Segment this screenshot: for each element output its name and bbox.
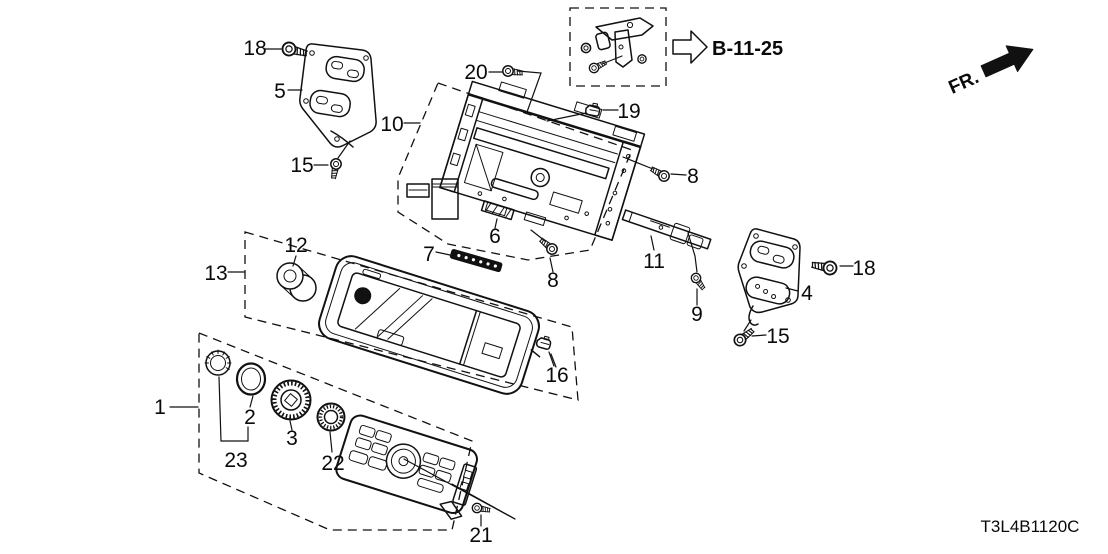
part-22-knob <box>316 402 346 432</box>
front-direction-arrow-icon <box>980 45 1034 78</box>
reference-box <box>569 7 667 87</box>
callout-leader-lines <box>169 48 854 453</box>
front-direction-label: FR. <box>946 67 983 99</box>
screw-18-left-icon <box>280 40 310 61</box>
callout-8-upper: 8 <box>687 165 699 188</box>
part-11-rail <box>621 209 712 273</box>
clip-19-icon <box>584 101 602 118</box>
callout-15-left: 15 <box>290 154 313 177</box>
callout-13: 13 <box>204 262 227 285</box>
screw-15-right-icon <box>731 324 758 349</box>
callout-2: 2 <box>244 406 256 429</box>
part-23-dial-disc <box>204 349 232 376</box>
clip-16-icon <box>535 333 553 351</box>
control-panel <box>335 414 478 520</box>
screw-15-left-icon <box>327 157 343 181</box>
callout-8-lower: 8 <box>547 269 559 292</box>
group-boundary-assy-1 <box>198 332 473 531</box>
callout-16: 16 <box>545 364 568 387</box>
callout-22: 22 <box>321 452 344 475</box>
callout-18-left: 18 <box>243 37 266 60</box>
part-7-connector-strip <box>449 249 503 273</box>
callout-6: 6 <box>489 225 501 248</box>
part-6-strip <box>480 200 515 221</box>
unit-label-cards <box>406 178 459 220</box>
part-12-knob <box>276 262 317 302</box>
group-boundary-panel-13 <box>244 231 579 401</box>
screw-8-lower-icon <box>536 234 561 258</box>
callout-21: 21 <box>469 524 492 547</box>
part-2-ring <box>235 362 267 396</box>
part-4-bracket <box>737 228 801 332</box>
part-13-faceplate <box>318 255 541 395</box>
reference-label: B-11-25 <box>712 38 783 60</box>
callout-20: 20 <box>464 61 487 84</box>
callout-12: 12 <box>284 234 307 257</box>
group-boundary-unit-10 <box>397 82 633 261</box>
callout-3: 3 <box>286 427 298 450</box>
part-5-bracket <box>299 43 377 159</box>
callout-19: 19 <box>617 100 640 123</box>
callout-7: 7 <box>423 243 435 266</box>
callout-1: 1 <box>154 396 166 419</box>
callout-18-right: 18 <box>852 257 875 280</box>
callout-9: 9 <box>691 303 703 326</box>
diagram-code: T3L4B1120C <box>981 517 1080 536</box>
callout-11: 11 <box>643 250 665 273</box>
reference-bracket-sketch <box>580 17 654 75</box>
callout-4: 4 <box>801 282 813 305</box>
part-10-audio-unit-chassis <box>439 80 646 241</box>
callout-23: 23 <box>224 449 247 472</box>
callout-10: 10 <box>380 113 403 136</box>
front-direction-indicator: FR. <box>946 45 1034 99</box>
screw-18-right-icon <box>809 257 839 277</box>
reference-arrow-icon <box>672 30 708 64</box>
callout-5: 5 <box>274 80 286 103</box>
screw-8-upper-icon <box>648 163 672 184</box>
callout-15-right: 15 <box>766 325 789 348</box>
screw-9-icon <box>688 270 709 293</box>
part-3-knob <box>270 379 312 421</box>
